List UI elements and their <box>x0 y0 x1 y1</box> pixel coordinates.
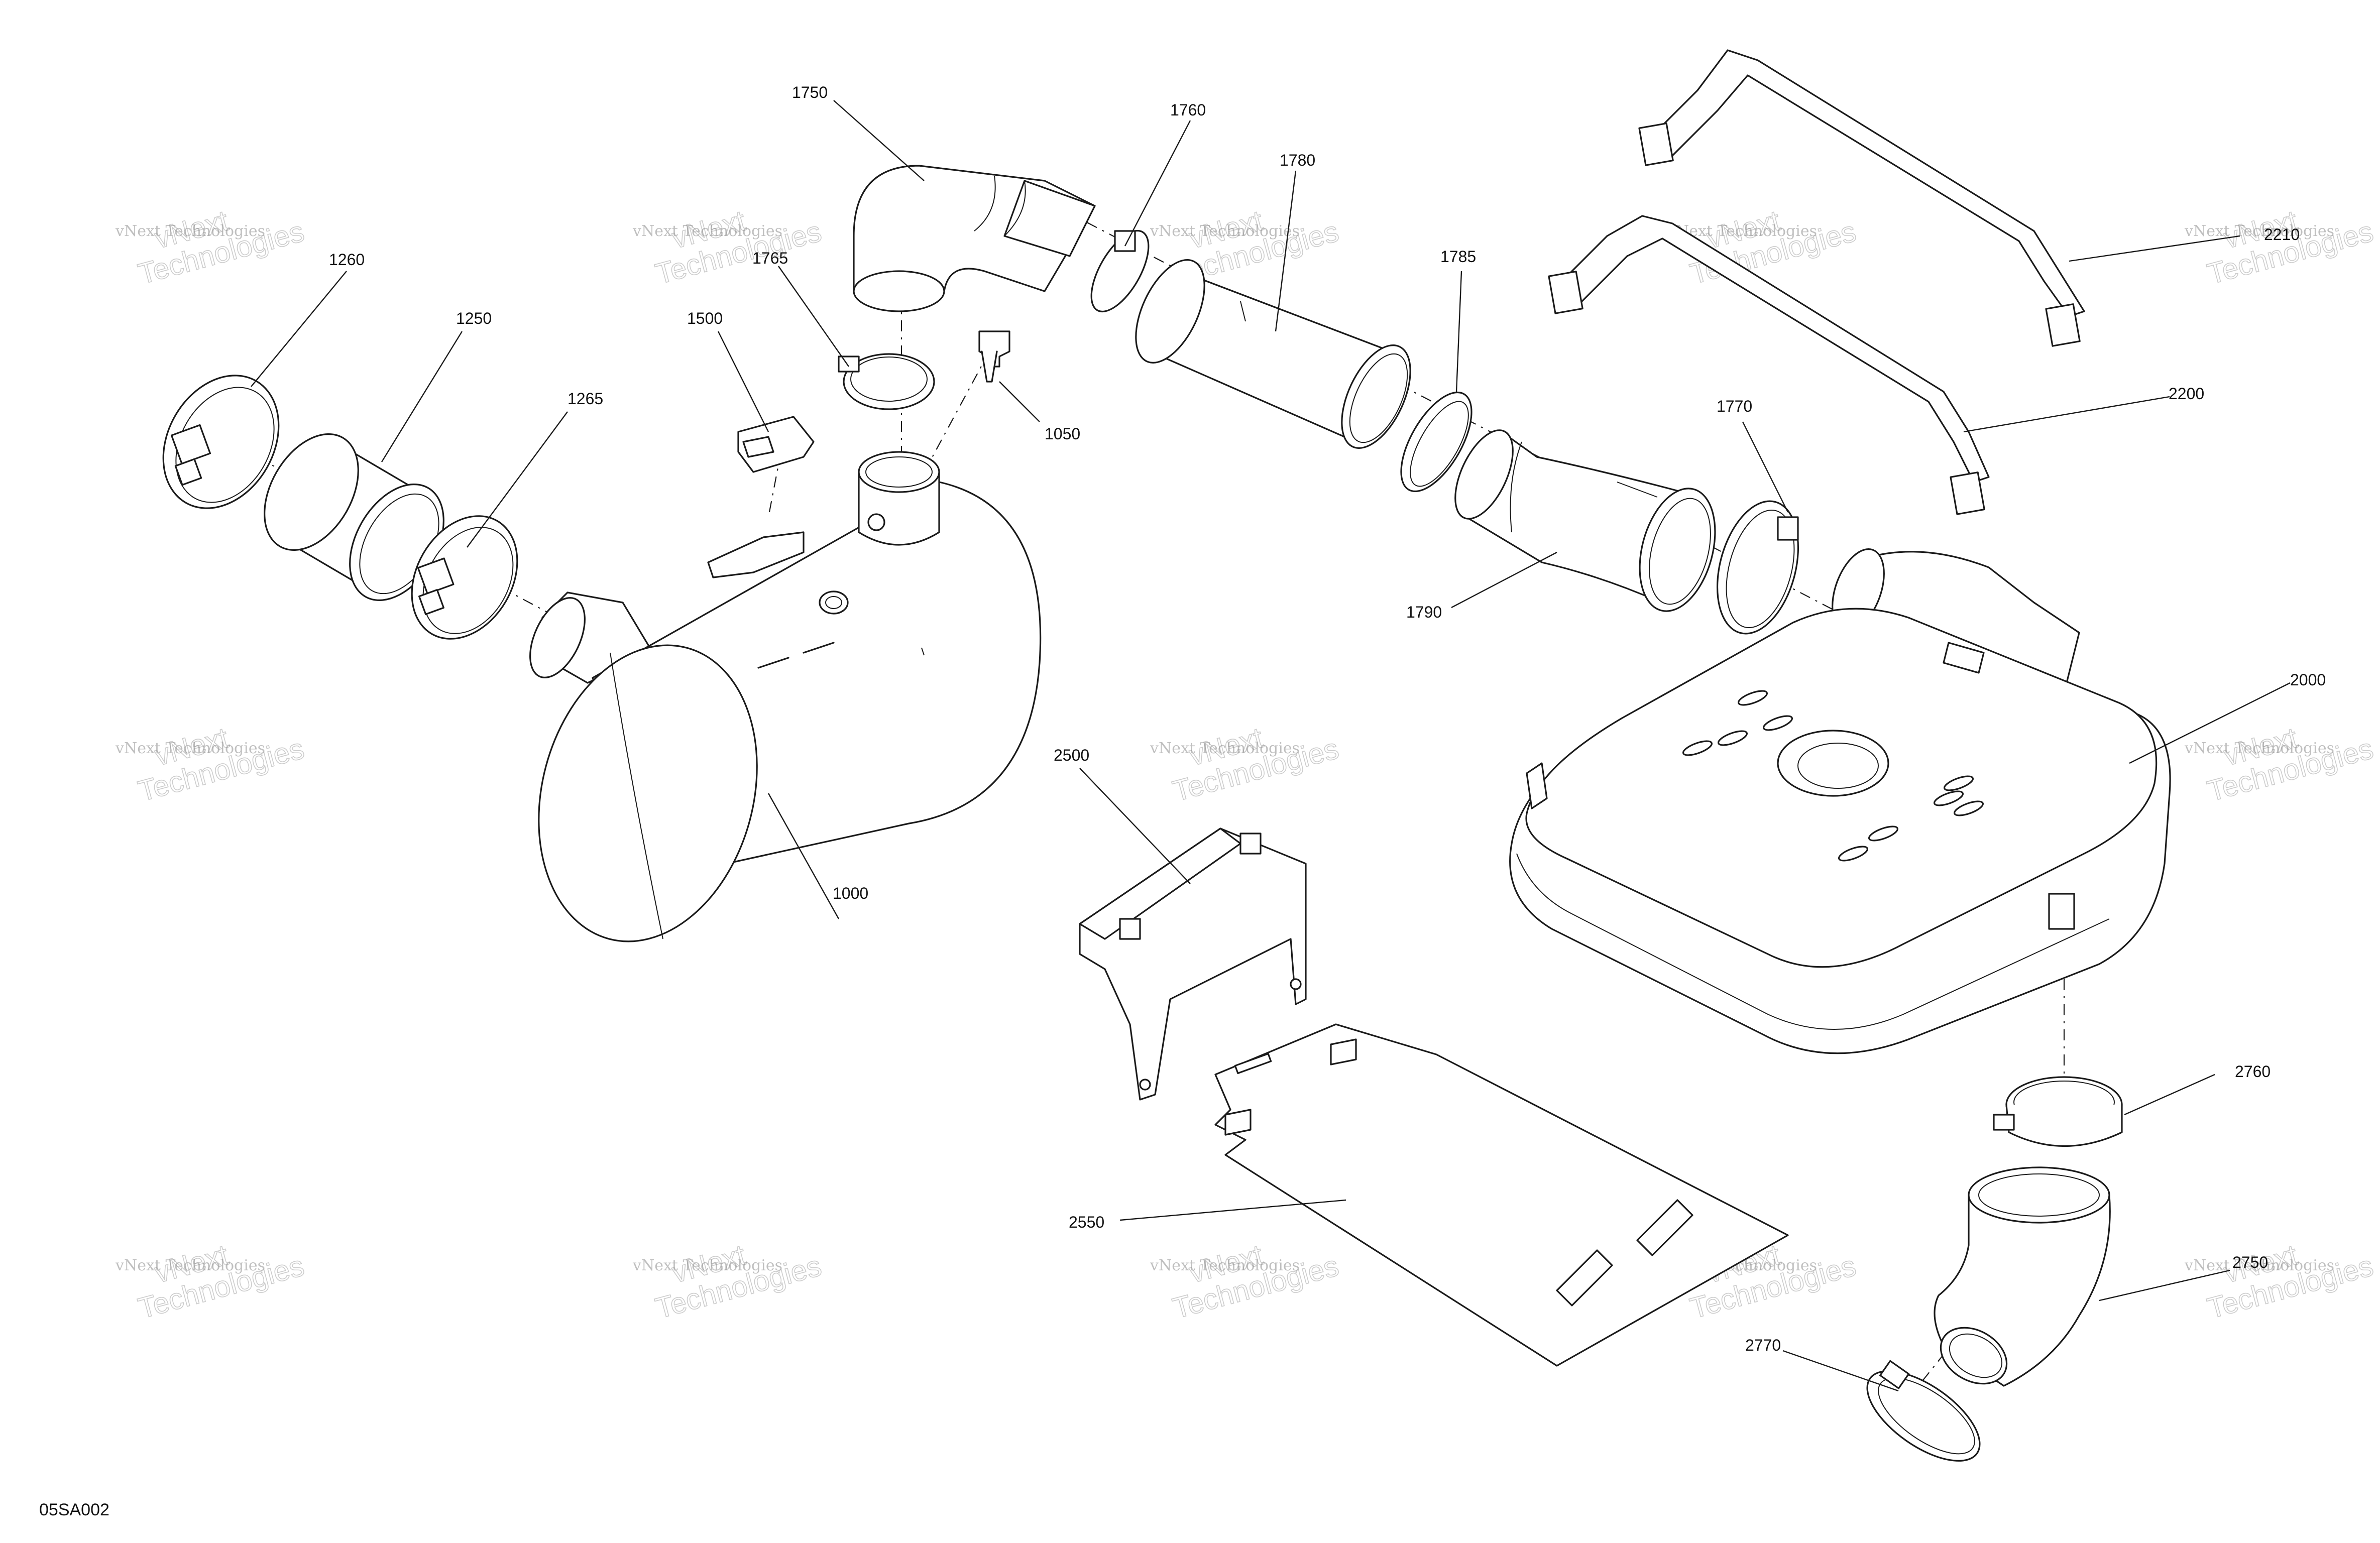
svg-text:vNext Technologies: vNext Technologies <box>1150 222 1300 240</box>
part-1780-tube <box>1135 259 1411 449</box>
callout-1250: 1250 <box>456 309 492 327</box>
watermark: vNext Technologies vNext Technologies <box>2184 721 2377 808</box>
callout-1265: 1265 <box>568 390 603 408</box>
watermark: vNext Technologies vNext Technologies <box>632 1238 825 1326</box>
leader-lines <box>251 100 2291 1392</box>
svg-text:vNext Technologies: vNext Technologies <box>115 740 265 757</box>
callout-1785: 1785 <box>1440 248 1476 266</box>
part-1785-clamp <box>1400 391 1472 493</box>
watermark: vNext Technologies vNext Technologies <box>2184 1238 2377 1326</box>
callout-1780: 1780 <box>1280 151 1315 169</box>
svg-text:vNext Technologies: vNext Technologies <box>2184 1257 2334 1274</box>
part-2000-airbox <box>1509 548 2171 1054</box>
part-1765-clamp <box>838 353 935 410</box>
callout-1765: 1765 <box>752 249 788 267</box>
part-1750-elbow <box>853 165 1096 312</box>
callout-2210: 2210 <box>2264 225 2300 244</box>
svg-text:vNext Technologies: vNext Technologies <box>2184 222 2334 240</box>
callout-1500: 1500 <box>687 309 723 327</box>
part-2550-plate <box>1214 1023 1789 1367</box>
part-2500-bracket <box>1079 827 1307 1101</box>
callout-labels: 1000 1050 1250 1260 1265 1500 1750 1760 … <box>329 83 2326 1354</box>
svg-text:vNext Technologies: vNext Technologies <box>632 1257 782 1274</box>
watermark: vNext Technologies vNext Technologies <box>115 721 308 808</box>
part-1770-clamp <box>1716 500 1799 635</box>
part-1500-connector <box>737 416 815 473</box>
part-1790-boot <box>1454 429 1716 612</box>
part-2200-strap <box>1548 215 1990 515</box>
watermark: vNext Technologies vNext Technologies <box>632 204 825 291</box>
callout-1260: 1260 <box>329 251 365 269</box>
callout-1000: 1000 <box>833 884 868 902</box>
svg-text:vNext Technologies: vNext Technologies <box>115 222 265 240</box>
callout-2200: 2200 <box>2169 385 2204 403</box>
part-2770-clamp <box>1866 1360 1981 1462</box>
svg-text:vNext Technologies: vNext Technologies <box>632 222 782 240</box>
callout-2500: 2500 <box>1054 746 1089 764</box>
callout-1790: 1790 <box>1406 603 1442 621</box>
callout-1750: 1750 <box>792 83 828 101</box>
watermark: vNext Technologies vNext Technologies <box>1150 1238 1342 1326</box>
callout-1050: 1050 <box>1045 425 1080 443</box>
drawing-id-label: 05SA002 <box>39 1500 109 1519</box>
callout-2000: 2000 <box>2290 671 2326 689</box>
watermark: vNext Technologies vNext Technologies <box>1150 721 1342 808</box>
callout-1760: 1760 <box>1170 101 1206 119</box>
part-2750-elbow <box>1934 1166 2111 1387</box>
part-1000-muffler <box>529 451 1042 942</box>
part-1050-sensor <box>978 330 1010 383</box>
svg-text:vNext Technologies: vNext Technologies <box>115 1257 265 1274</box>
svg-text:vNext Technologies: vNext Technologies <box>1150 740 1300 757</box>
part-1265-clamp <box>411 515 518 640</box>
callout-2750: 2750 <box>2232 1253 2268 1271</box>
part-1260-clamp <box>162 375 280 509</box>
watermark: vNext Technologies vNext Technologies <box>115 1238 308 1326</box>
svg-text:vNext Technologies: vNext Technologies <box>2184 740 2334 757</box>
callout-2760: 2760 <box>2235 1062 2271 1081</box>
watermark: vNext Technologies vNext Technologies <box>115 204 308 291</box>
callout-2550: 2550 <box>1069 1213 1104 1231</box>
part-2760-clamp <box>1993 1076 2123 1147</box>
callout-2770: 2770 <box>1745 1336 1781 1354</box>
svg-text:vNext Technologies: vNext Technologies <box>1150 1257 1300 1274</box>
callout-1770: 1770 <box>1717 397 1752 415</box>
part-2210-strap <box>1638 49 2085 347</box>
